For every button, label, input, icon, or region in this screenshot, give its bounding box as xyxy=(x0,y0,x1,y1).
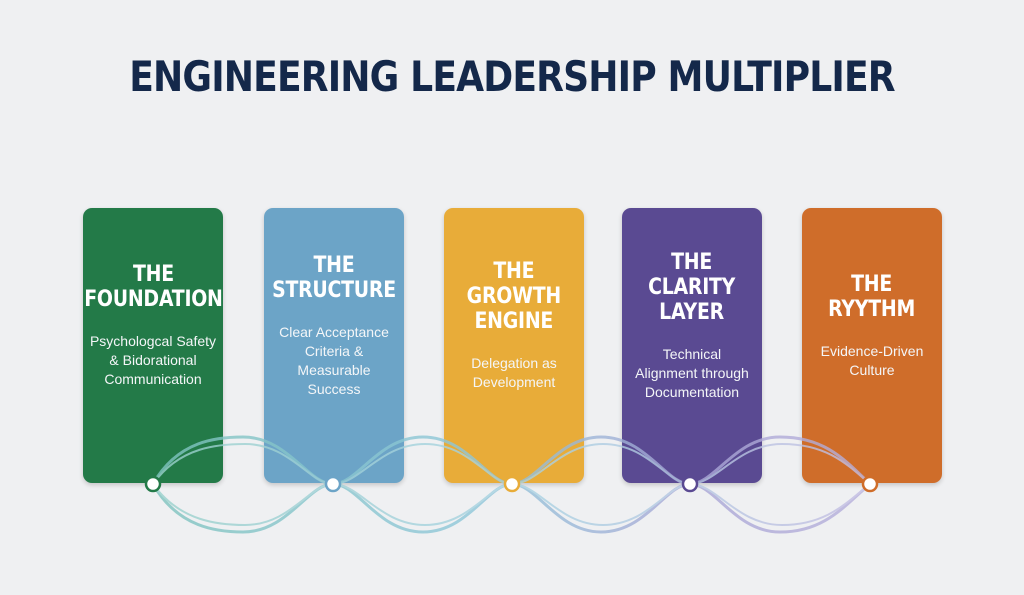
card-title: THE STRUCTURE xyxy=(272,252,396,303)
card-title: THE RYYTHM xyxy=(828,271,916,322)
page-title: ENGINEERING LEADERSHIP MULTIPLIER xyxy=(129,52,895,101)
card-growth-engine: THE GROWTH ENGINE Delegation as Developm… xyxy=(444,208,584,483)
card-description: Delegation as Development xyxy=(471,355,557,390)
node-growth-engine xyxy=(503,475,521,493)
node-foundation xyxy=(144,475,162,493)
card-description: Clear Acceptance Criteria & Measurable S… xyxy=(279,323,389,397)
card-title: THE CLARITY LAYER xyxy=(648,249,736,325)
card-foundation: THE FOUNDATION Psychologcal Safety & Bid… xyxy=(83,208,223,483)
card-description: Psychologcal Safety & Bidorational Commu… xyxy=(89,333,217,387)
card-clarity-layer: THE CLARITY LAYER Technical Alignment th… xyxy=(622,208,762,483)
node-structure xyxy=(324,475,342,493)
card-description: Technical Alignment through Documentatio… xyxy=(635,345,749,400)
node-clarity-layer xyxy=(681,475,699,493)
node-rhythm xyxy=(861,475,879,493)
card-structure: THE STRUCTURE Clear Acceptance Criteria … xyxy=(264,208,404,483)
card-rhythm: THE RYYTHM Evidence-Driven Culture xyxy=(802,208,942,483)
card-title: THE FOUNDATION xyxy=(83,262,223,312)
card-description: Evidence-Driven Culture xyxy=(820,342,924,378)
card-title: THE GROWTH ENGINE xyxy=(466,259,562,334)
